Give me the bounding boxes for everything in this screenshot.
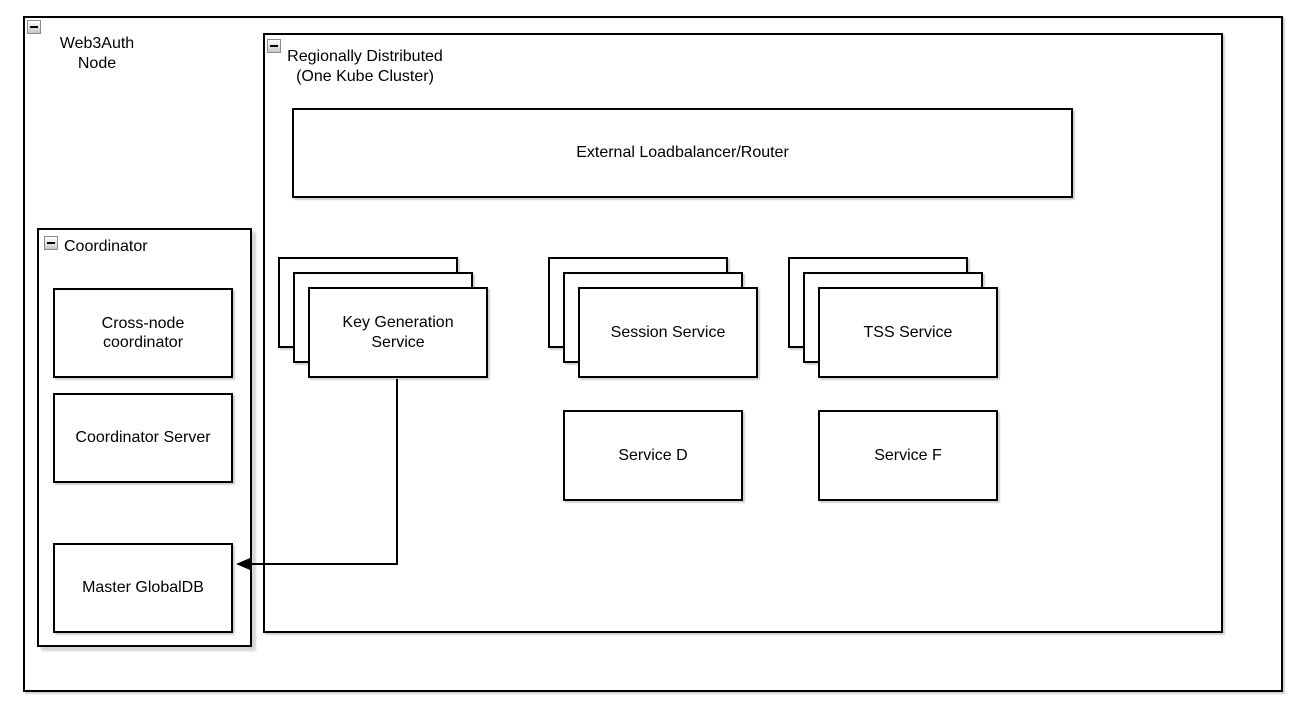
node-coordinator-server-label: Coordinator Server — [75, 429, 211, 447]
node-external-loadbalancer[interactable]: External Loadbalancer/Router — [292, 108, 1073, 198]
node-session-service-stack[interactable]: Session Service — [548, 257, 760, 380]
node-coordinator-server[interactable]: Coordinator Server — [53, 393, 233, 483]
node-key-generation-service-stack[interactable]: Key Generation Service — [278, 257, 490, 380]
stack-layer-front[interactable]: TSS Service — [818, 287, 998, 378]
collapse-icon[interactable] — [27, 20, 41, 34]
node-service-d[interactable]: Service D — [563, 410, 743, 501]
node-master-globaldb-label: Master GlobalDB — [82, 579, 204, 597]
minus-icon — [270, 45, 278, 47]
node-cross-node-coordinator[interactable]: Cross-node coordinator — [53, 288, 233, 378]
collapse-icon[interactable] — [44, 236, 58, 250]
group-web3auth-node-label: Web3Auth Node — [59, 35, 135, 72]
minus-icon — [47, 242, 55, 244]
node-key-generation-service-label: Key Generation Service — [342, 314, 454, 351]
group-coordinator[interactable]: Coordinator Cross-node coordinator Coord… — [37, 228, 252, 647]
node-tss-service-label: TSS Service — [863, 323, 953, 341]
node-service-d-label: Service D — [618, 446, 688, 464]
node-tss-service-stack[interactable]: TSS Service — [788, 257, 1000, 380]
node-service-f-label: Service F — [874, 446, 942, 464]
node-master-globaldb[interactable]: Master GlobalDB — [53, 543, 233, 633]
stack-layer-front[interactable]: Key Generation Service — [308, 287, 488, 378]
group-coordinator-label: Coordinator — [64, 238, 148, 255]
group-regionally-distributed-label: Regionally Distributed (One Kube Cluster… — [287, 48, 443, 85]
group-regionally-distributed[interactable]: Regionally Distributed (One Kube Cluster… — [263, 33, 1223, 633]
collapse-icon[interactable] — [267, 39, 281, 53]
node-session-service-label: Session Service — [610, 323, 726, 341]
node-service-f[interactable]: Service F — [818, 410, 998, 501]
node-cross-node-coordinator-label: Cross-node coordinator — [101, 314, 185, 351]
node-external-loadbalancer-label: External Loadbalancer/Router — [576, 144, 789, 162]
minus-icon — [30, 26, 38, 28]
stack-layer-front[interactable]: Session Service — [578, 287, 758, 378]
